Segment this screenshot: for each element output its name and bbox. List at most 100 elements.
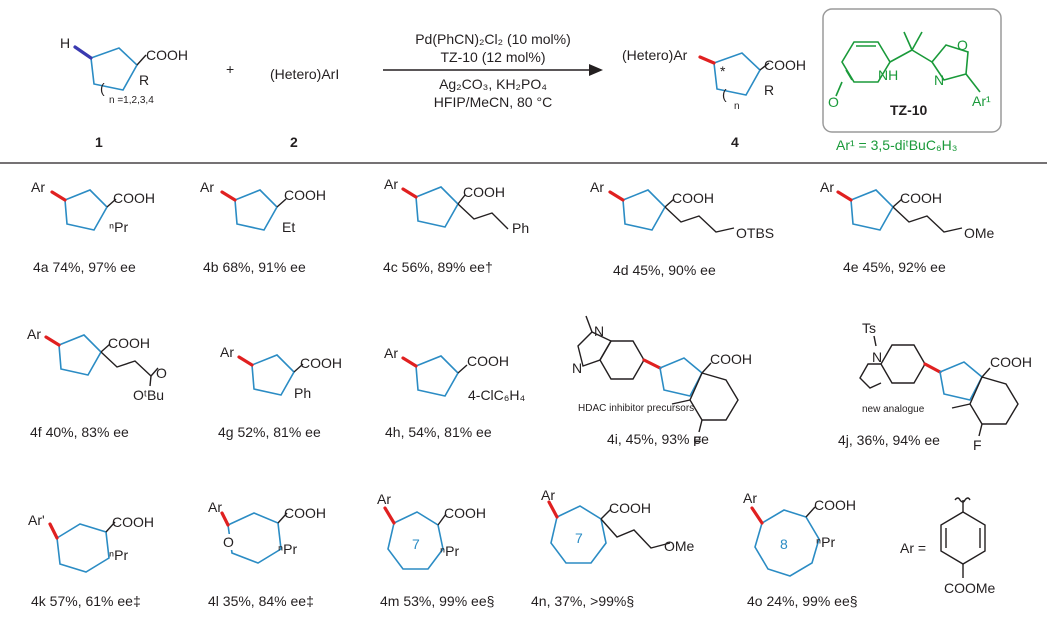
reactant-2: (Hetero)ArI 2	[270, 66, 339, 150]
svg-text:N: N	[594, 323, 604, 339]
svg-text:Ar: Ar	[208, 499, 222, 515]
entry-4k: Ar' COOH ⁿPr 4k 57%, 61% ee‡	[28, 512, 154, 609]
svg-text:Ar: Ar	[384, 176, 398, 192]
note-4j: new analogue	[862, 404, 925, 415]
catalyst: Pd(PhCN)₂Cl₂ (10 mol%)	[415, 31, 571, 47]
svg-text:Ar: Ar	[31, 179, 45, 195]
svg-text:Ar: Ar	[384, 345, 398, 361]
entry-4i: N N COOH F HDAC inhibitor precursors 4i,…	[572, 315, 752, 449]
caption-4n: 4n, 37%, >99%§	[531, 593, 634, 609]
cyclopentane-ring	[90, 47, 139, 91]
svg-text:O: O	[223, 534, 234, 550]
product-4: (Hetero)Ar * COOH R ( n 4	[622, 47, 806, 150]
compound-2-label: 2	[290, 134, 298, 150]
svg-text:COOH: COOH	[672, 190, 714, 206]
svg-text:COOH: COOH	[609, 500, 651, 516]
caption-4e: 4e 45%, 92% ee	[843, 259, 946, 275]
svg-text:Ph: Ph	[294, 385, 311, 401]
ar1-group: Ar¹	[972, 93, 991, 109]
svg-text:4-ClC₆H₄: 4-ClC₆H₄	[468, 387, 526, 403]
svg-text:O: O	[156, 365, 167, 381]
svg-text:COOH: COOH	[284, 505, 326, 521]
svg-text:OMe: OMe	[964, 225, 995, 241]
h-atom: H	[60, 35, 70, 51]
reactant-1: H COOH R ( n =1,2,3,4 1	[60, 35, 188, 150]
caption-4o: 4o 24%, 99% ee§	[747, 593, 858, 609]
n-index: n	[734, 101, 740, 112]
oxazoline-nitrogen: N	[934, 72, 944, 88]
additives: Ag₂CO₃, KH₂PO₄	[439, 76, 547, 92]
reaction-arrow: Pd(PhCN)₂Cl₂ (10 mol%) TZ-10 (12 mol%) A…	[383, 31, 603, 110]
svg-text:COOH: COOH	[710, 351, 752, 367]
plus-sign: +	[226, 61, 234, 77]
svg-text:8: 8	[780, 536, 788, 552]
svg-text:7: 7	[412, 536, 420, 552]
svg-text:COOH: COOH	[900, 190, 942, 206]
entry-4n: Ar 7 COOH OMe 4n, 37%, >99%§	[531, 487, 695, 609]
nh-atom: NH	[878, 67, 898, 83]
indole-benzo-ring	[880, 344, 926, 384]
ar1-definition: Ar¹ = 3,5-diᵗBuC₆H₃	[836, 137, 957, 153]
n-range: n =1,2,3,4	[109, 95, 154, 106]
caption-4k: 4k 57%, 61% ee‡	[31, 593, 141, 609]
ligand-name: TZ-10	[890, 102, 928, 118]
caption-4f: 4f 40%, 83% ee	[30, 424, 129, 440]
svg-text:Ar: Ar	[743, 490, 757, 506]
cyclopentane-ring	[713, 52, 762, 96]
svg-text:Ar: Ar	[541, 487, 555, 503]
svg-text:F: F	[973, 437, 982, 453]
caption-4a: 4a 74%, 97% ee	[33, 259, 136, 275]
r-group: R	[764, 82, 774, 98]
entry-4f: Ar COOH O OᵗBu 4f 40%, 83% ee	[27, 326, 167, 440]
entry-4m: Ar 7 COOH ⁿPr 4m 53%, 99% ee§	[377, 491, 494, 609]
svg-text:ⁿPr: ⁿPr	[278, 541, 297, 557]
caption-4m: 4m 53%, 99% ee§	[380, 593, 494, 609]
n-bracket: (	[100, 80, 105, 96]
svg-text:COOH: COOH	[463, 184, 505, 200]
entry-4j: Ts N COOH F new analogue 4j, 36%, 94% ee	[838, 320, 1032, 453]
stereocenter-mark: *	[720, 63, 726, 79]
svg-text:N: N	[572, 360, 582, 376]
indazole-pyrazole-ring	[577, 331, 612, 367]
benzene-ring	[940, 511, 986, 565]
entry-4a: Ar COOH ⁿPr 4a 74%, 97% ee	[31, 179, 155, 275]
entry-4h: Ar COOH 4-ClC₆H₄ 4h, 54%, 81% ee	[384, 345, 526, 440]
caption-4b: 4b 68%, 91% ee	[203, 259, 306, 275]
svg-text:ⁿPr: ⁿPr	[816, 534, 835, 550]
svg-text:COOH: COOH	[444, 505, 486, 521]
r-group: R	[139, 72, 149, 88]
attachment-squiggle	[954, 497, 971, 503]
caption-4d: 4d 45%, 90% ee	[613, 262, 716, 278]
carbonyl-oxygen: O	[828, 94, 839, 110]
c-h-bond	[73, 45, 93, 60]
ligand-loading: TZ-10 (12 mol%)	[440, 49, 545, 65]
solvent-temperature: HFIP/MeCN, 80 °C	[434, 94, 552, 110]
oxazoline-oxygen: O	[957, 37, 968, 53]
svg-text:COOMe: COOMe	[944, 580, 996, 596]
caption-4h: 4h, 54%, 81% ee	[385, 424, 492, 440]
svg-text:COOH: COOH	[113, 190, 155, 206]
svg-text:COOH: COOH	[112, 514, 154, 530]
svg-text:OMe: OMe	[664, 538, 695, 554]
oxazoline-ring	[931, 44, 969, 81]
svg-text:COOH: COOH	[284, 187, 326, 203]
svg-text:Ph: Ph	[512, 220, 529, 236]
pyridone-ring	[841, 41, 891, 83]
indazole-benzo-ring	[599, 340, 645, 380]
caption-4c: 4c 56%, 89% ee†	[383, 259, 493, 275]
note-4i: HDAC inhibitor precursors	[578, 403, 694, 414]
svg-text:OᵗBu: OᵗBu	[133, 387, 164, 403]
caption-4j: 4j, 36%, 94% ee	[838, 432, 940, 448]
n-bracket: (	[722, 86, 727, 102]
compound-4-label: 4	[731, 134, 739, 150]
svg-text:Ar: Ar	[590, 179, 604, 195]
svg-text:Ar =: Ar =	[900, 540, 926, 556]
entry-4g: Ar COOH Ph 4g 52%, 81% ee	[218, 344, 342, 440]
svg-text:Ar: Ar	[27, 326, 41, 342]
svg-text:ⁿPr: ⁿPr	[440, 543, 459, 559]
svg-text:Ts: Ts	[862, 320, 876, 336]
svg-text:F: F	[693, 433, 702, 449]
svg-text:ⁿPr: ⁿPr	[109, 219, 128, 235]
